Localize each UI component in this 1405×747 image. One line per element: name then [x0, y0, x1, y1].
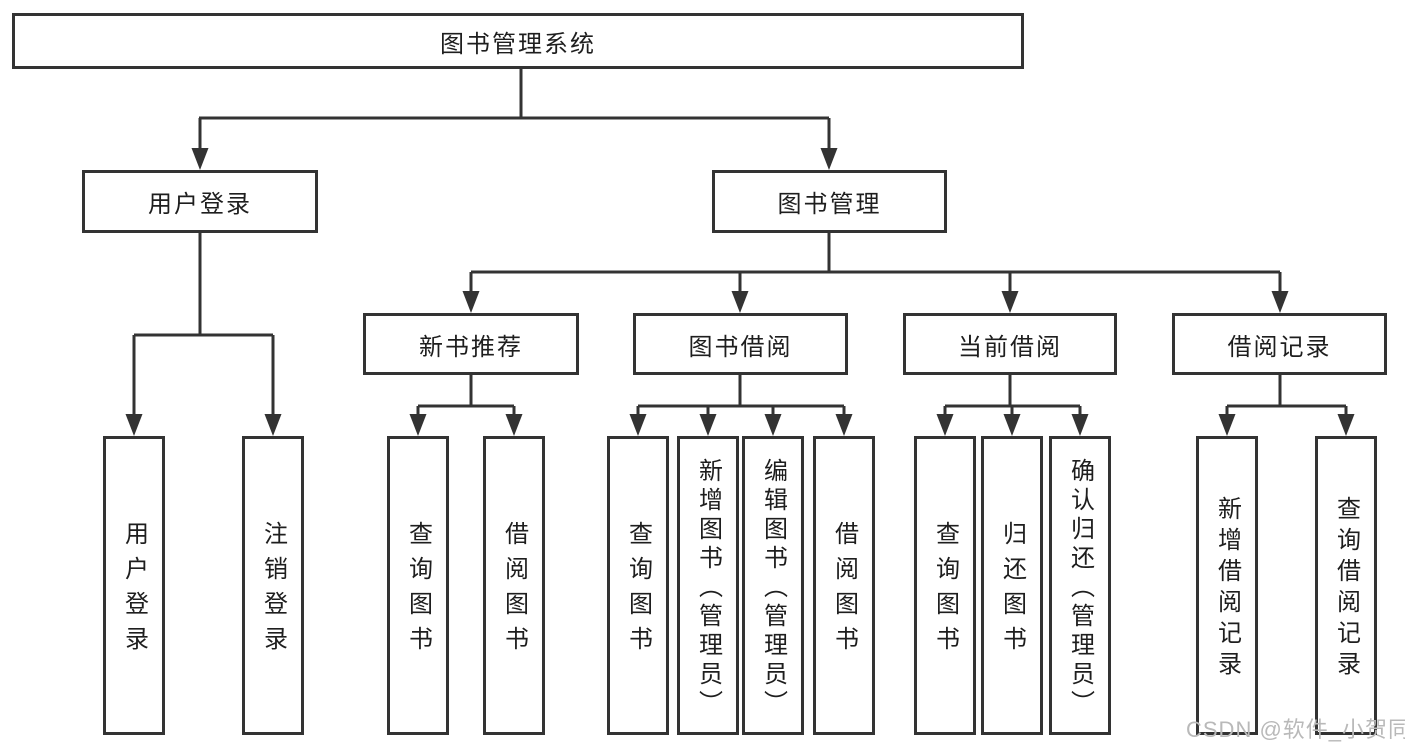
leaf-br-add-borrow-record: 新增借阅记录 — [1196, 436, 1258, 735]
leaf-cb-confirm-return-admin: 确认归还（管理员） — [1049, 436, 1111, 735]
leaf-bb-edit-books-admin: 编辑图书（管理员） — [742, 436, 804, 735]
leaf-br-query-borrow-record: 查询借阅记录 — [1315, 436, 1377, 735]
leaf-nbr-query-books: 查询图书 — [387, 436, 449, 735]
node-label: 查询图书 — [624, 521, 652, 661]
root-node-library-management-system: 图书管理系统 — [12, 13, 1024, 69]
node-label: 图书管理 — [777, 191, 882, 218]
node-label: 用户登录 — [120, 521, 148, 661]
leaf-nbr-borrow-books: 借阅图书 — [483, 436, 545, 735]
node-label: 图书借阅 — [688, 333, 793, 361]
leaf-cb-query-books: 查询图书 — [914, 436, 976, 735]
node-new-book-recommendation: 新书推荐 — [363, 313, 579, 375]
node-label: 编辑图书（管理员） — [759, 457, 787, 719]
leaf-logout: 注销登录 — [242, 436, 304, 735]
node-label: 注销登录 — [259, 521, 287, 661]
leaf-user-login: 用户登录 — [103, 436, 165, 735]
node-book-borrowing: 图书借阅 — [633, 313, 848, 375]
node-label: 借阅图书 — [500, 521, 528, 661]
node-label: 查询图书 — [404, 521, 432, 661]
leaf-bb-add-books-admin: 新增图书（管理员） — [677, 436, 739, 735]
csdn-watermark: CSDN @软件_小贺同学 — [1186, 717, 1405, 742]
node-label: 用户登录 — [148, 191, 252, 218]
node-label: 借阅记录 — [1227, 333, 1332, 361]
node-label: 确认归还（管理员） — [1066, 457, 1094, 719]
node-label: 新增借阅记录 — [1213, 496, 1241, 682]
leaf-bb-query-books: 查询图书 — [607, 436, 669, 735]
node-label: 查询图书 — [931, 521, 959, 661]
leaf-bb-borrow-books: 借阅图书 — [813, 436, 875, 735]
node-label: 查询借阅记录 — [1332, 496, 1360, 682]
node-label: 借阅图书 — [830, 521, 858, 661]
node-borrowing-records: 借阅记录 — [1172, 313, 1387, 375]
branch-user-login: 用户登录 — [82, 170, 318, 233]
node-label: 当前借阅 — [958, 333, 1062, 361]
branch-book-management: 图书管理 — [712, 170, 947, 233]
node-current-borrowing: 当前借阅 — [903, 313, 1117, 375]
leaf-cb-return-books: 归还图书 — [981, 436, 1043, 735]
node-label: 归还图书 — [998, 521, 1026, 661]
node-label: 新增图书（管理员） — [694, 457, 722, 719]
node-label: 图书管理系统 — [440, 30, 596, 58]
node-label: 新书推荐 — [419, 333, 523, 361]
